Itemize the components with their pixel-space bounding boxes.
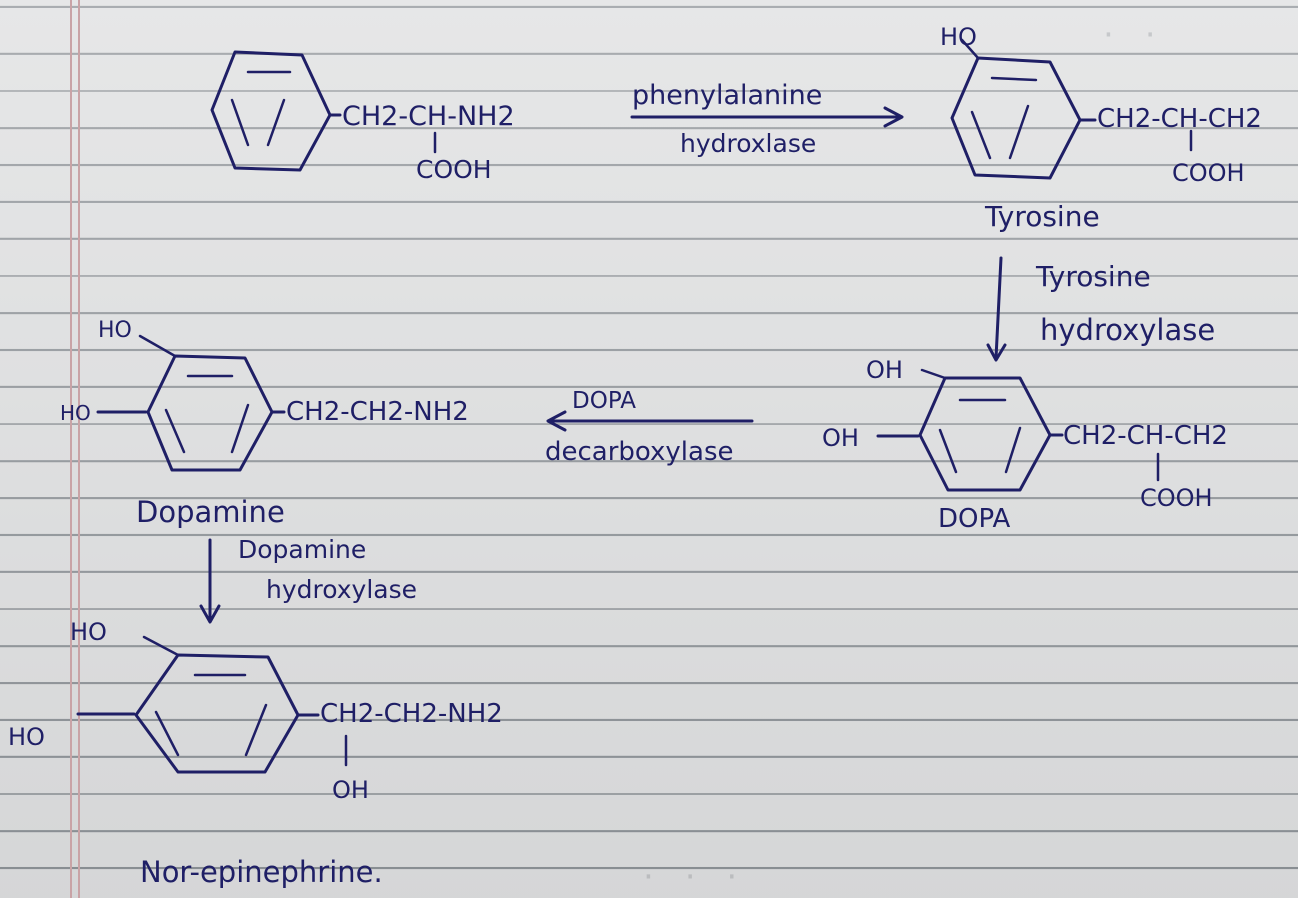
tyrosine-branch: COOH	[1172, 159, 1245, 187]
benzene-ring	[918, 376, 1052, 492]
benzene-ring	[134, 653, 300, 774]
tyrosine-chain: CH2-CH-CH2	[1097, 104, 1262, 134]
step2-enzyme-line2: hydroxylase	[1040, 313, 1215, 347]
dopa-structure: OH OH CH2-CH-CH2 COOH DOPA	[822, 356, 1228, 534]
norepinephrine-ho-top: HO	[70, 618, 107, 646]
dopamine-ho-top: HO	[98, 318, 132, 343]
dopa-chain: CH2-CH-CH2	[1063, 421, 1228, 451]
step3-arrow: DOPA decarboxylase	[545, 388, 754, 467]
dopamine-structure: HO HO CH2-CH2-NH2 Dopamine	[60, 318, 469, 529]
norepinephrine-ho-left: HO	[8, 723, 45, 751]
step1-enzyme-line2: hydroxlase	[680, 129, 816, 158]
benzene-ring	[950, 56, 1082, 180]
step2-arrow: Tyrosine hydroxylase	[986, 256, 1215, 362]
norepinephrine-branch: OH	[332, 776, 369, 804]
benzene-ring	[146, 354, 274, 472]
margin-line-left	[70, 0, 72, 898]
norepinephrine-structure: HO HO CH2-CH2-NH2 OH Nor-epinephrine.	[8, 618, 503, 889]
step4-arrow: Dopamine hydroxylase	[199, 535, 417, 624]
benzene-ring	[210, 50, 332, 172]
norepinephrine-label: Nor-epinephrine.	[140, 855, 383, 889]
bleed-through-text: · ·	[1100, 18, 1163, 51]
tyrosine-structure: HO CH2-CH-CH2 COOH Tyrosine	[940, 23, 1262, 233]
step4-enzyme-line2: hydroxylase	[266, 575, 417, 604]
substrate-chain: CH2-CH-NH2	[342, 101, 515, 132]
phenylalanine-structure: CH2-CH-NH2 COOH	[210, 50, 515, 184]
step4-enzyme-line1: Dopamine	[238, 535, 366, 564]
step1-arrow: phenylalanine hydroxlase	[630, 80, 904, 158]
dopa-oh-left: OH	[822, 424, 859, 452]
dopamine-chain: CH2-CH2-NH2	[286, 397, 469, 427]
dopa-branch: COOH	[1140, 484, 1213, 512]
step3-enzyme-line2: decarboxylase	[545, 437, 734, 467]
norepinephrine-chain: CH2-CH2-NH2	[320, 699, 503, 729]
bleed-through-text: · · ·	[640, 860, 745, 893]
dopa-oh-top: OH	[866, 356, 903, 384]
tyrosine-label: Tyrosine	[984, 200, 1100, 233]
dopamine-label: Dopamine	[136, 495, 285, 529]
margin-line-right	[78, 0, 80, 898]
dopamine-ho-left: HO	[60, 401, 91, 425]
dopa-label: DOPA	[938, 504, 1011, 534]
substrate-branch: COOH	[416, 155, 492, 184]
tyrosine-substituent: HO	[940, 23, 977, 51]
step2-enzyme-line1: Tyrosine	[1035, 260, 1151, 293]
step3-enzyme-line1: DOPA	[572, 388, 636, 414]
step1-enzyme-line1: phenylalanine	[632, 80, 822, 111]
